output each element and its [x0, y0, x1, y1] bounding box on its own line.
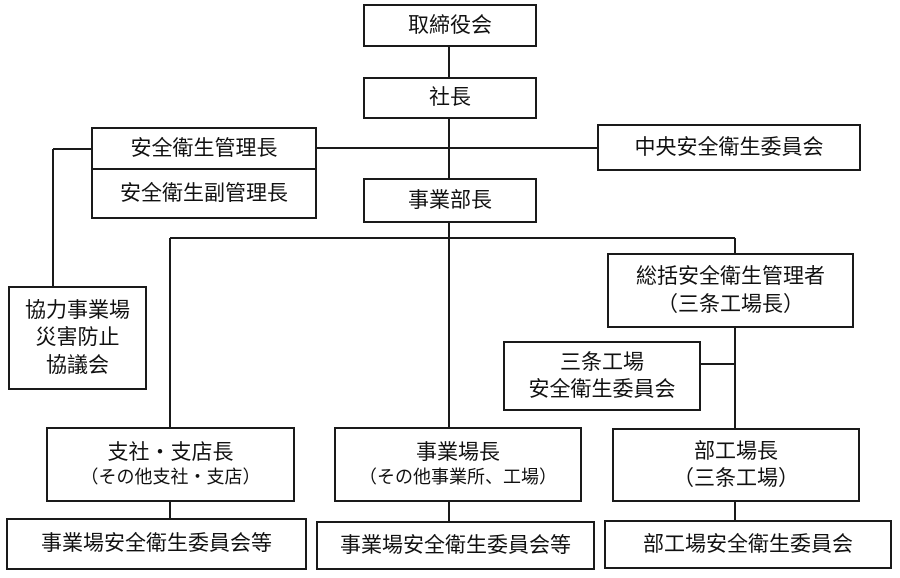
safety-deputy-box: 安全衛生副管理長: [91, 168, 317, 219]
central-committee-box: 中央安全衛生委員会: [597, 124, 861, 171]
general-manager-line2: （三条工場長）: [657, 291, 804, 316]
dept-committee-box: 部工場安全衛生委員会: [604, 520, 892, 569]
sanjo-committee-line2: 安全衛生委員会: [528, 377, 676, 401]
branch-manager-box: 支社・支店長 （その他支社・支店）: [46, 427, 295, 502]
president-label: 社長: [429, 85, 471, 110]
sanjo-committee-box: 三条工場 安全衛生委員会: [503, 341, 701, 411]
business-director-box: 事業部長: [363, 178, 537, 223]
dept-manager-line1: 部工場長: [694, 438, 778, 463]
dept-manager-box: 部工場長 （三条工場）: [612, 428, 860, 502]
partner-council-box: 協力事業場 災害防止 協議会: [8, 286, 147, 390]
central-committee-label: 中央安全衛生委員会: [634, 134, 824, 159]
branch-committee-label: 事業場安全衛生委員会等: [41, 531, 272, 556]
general-manager-box: 総括安全衛生管理者 （三条工場長）: [607, 253, 854, 328]
president-box: 社長: [363, 77, 537, 119]
general-manager-line1: 総括安全衛生管理者: [636, 264, 825, 289]
branch-committee-box: 事業場安全衛生委員会等: [6, 518, 307, 570]
safety-deputy-label: 安全衛生副管理長: [120, 180, 288, 205]
dept-manager-line2: （三条工場）: [673, 466, 799, 490]
safety-manager-box: 安全衛生管理長: [91, 127, 317, 170]
safety-manager-label: 安全衛生管理長: [130, 135, 278, 160]
site-committee-box: 事業場安全衛生委員会等: [316, 521, 595, 570]
branch-manager-line1: 支社・支店長: [107, 440, 234, 465]
sanjo-committee-line1: 三条工場: [560, 349, 644, 374]
partner-council-line2: 災害防止: [35, 325, 120, 350]
business-director-label: 事業部長: [408, 187, 492, 212]
board-label: 取締役会: [408, 12, 492, 37]
site-manager-line1: 事業場長: [416, 440, 500, 465]
board-box: 取締役会: [363, 4, 537, 47]
site-committee-label: 事業場安全衛生委員会等: [340, 532, 571, 557]
partner-council-line1: 協力事業場: [25, 298, 130, 323]
site-manager-box: 事業場長 （その他事業所、工場）: [334, 427, 582, 502]
dept-committee-label: 部工場安全衛生委員会: [643, 531, 853, 556]
branch-manager-line2: （その他支社・支店）: [80, 467, 261, 489]
partner-council-line3: 協議会: [46, 352, 109, 377]
site-manager-line2: （その他事業所、工場）: [359, 467, 557, 489]
